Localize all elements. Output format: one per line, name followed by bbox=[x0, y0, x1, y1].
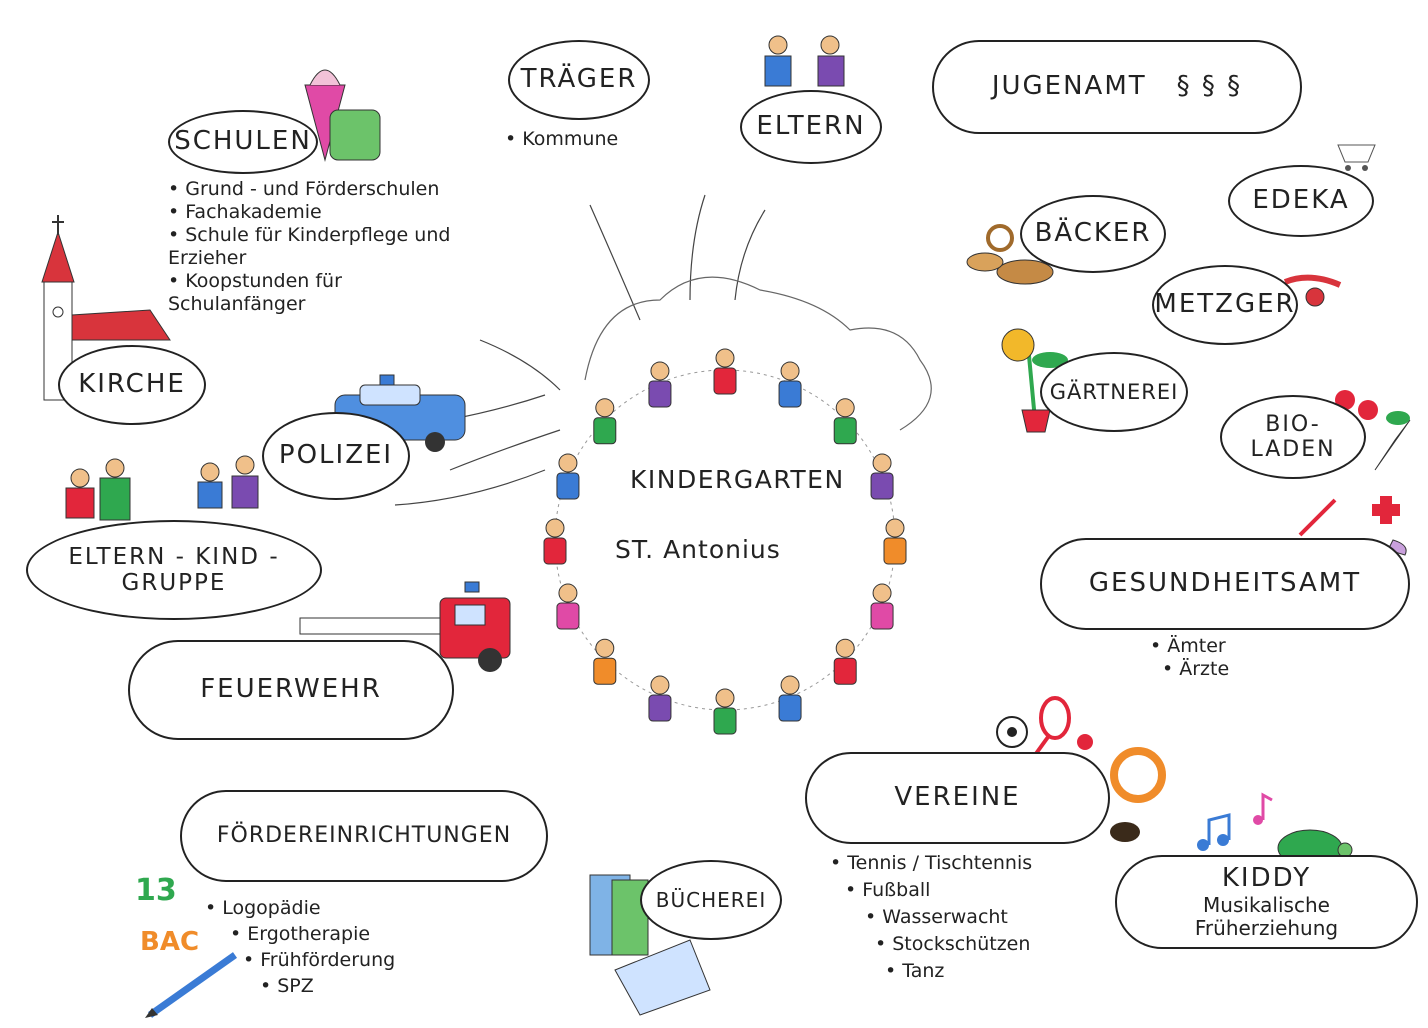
node-traeger[interactable]: TRÄGER bbox=[508, 40, 650, 120]
sunflower-icon bbox=[1001, 328, 1068, 433]
list-item: Logopädie bbox=[205, 895, 395, 921]
list-item: Koopstunden für Schulanfänger bbox=[168, 270, 468, 316]
node-baecker[interactable]: BÄCKER bbox=[1020, 195, 1166, 273]
list-item: Fußball bbox=[845, 877, 1032, 904]
node-eltern-kind-gruppe[interactable]: ELTERN - KIND -GRUPPE bbox=[26, 520, 322, 620]
node-bioladen[interactable]: BIO-LADEN bbox=[1220, 395, 1366, 479]
paragraph-icon: § § § bbox=[1176, 71, 1243, 102]
cloud-shape bbox=[584, 276, 932, 431]
abc-icon: 13 BAC bbox=[135, 873, 199, 957]
list-item: Tennis / Tischtennis bbox=[830, 850, 1032, 877]
node-metzger[interactable]: METZGER bbox=[1152, 265, 1298, 345]
school-cone-icon bbox=[304, 69, 381, 162]
list-foerdereinrichtungen: Logopädie Ergotherapie Frühförderung SPZ bbox=[205, 895, 395, 999]
svg-text:BAC: BAC bbox=[140, 927, 199, 957]
child-head bbox=[885, 518, 905, 538]
child-head bbox=[650, 675, 670, 695]
child-body bbox=[593, 417, 617, 445]
node-edeka[interactable]: EDEKA bbox=[1228, 165, 1374, 237]
shopping-cart-icon bbox=[1337, 144, 1376, 171]
books-icon bbox=[589, 874, 711, 1016]
child-body bbox=[778, 694, 802, 722]
child-head bbox=[872, 583, 892, 603]
list-item: Grund - und Förderschulen bbox=[168, 178, 468, 201]
child-head bbox=[715, 348, 735, 368]
child-head bbox=[715, 688, 735, 708]
list-item: Wasserwacht bbox=[865, 904, 1032, 931]
node-schulen[interactable]: SCHULEN bbox=[168, 110, 318, 174]
list-item: Ämter bbox=[1150, 635, 1229, 658]
child-head bbox=[595, 398, 615, 418]
center-title: KINDERGARTEN bbox=[630, 465, 845, 494]
node-vereine[interactable]: VEREINE bbox=[805, 752, 1110, 844]
child-body bbox=[713, 707, 737, 735]
child-body bbox=[593, 657, 617, 685]
list-gesundheitsamt: Ämter Ärzte bbox=[1150, 635, 1229, 681]
music-notes-icon bbox=[1197, 792, 1273, 851]
sports-balls-icon bbox=[996, 696, 1166, 842]
child-head bbox=[835, 398, 855, 418]
child-head bbox=[650, 361, 670, 381]
list-schulen: Grund - und Förderschulen Fachakademie S… bbox=[168, 178, 468, 316]
node-jugenamt[interactable]: JUGENAMT § § § bbox=[932, 40, 1302, 134]
node-polizei[interactable]: POLIZEI bbox=[262, 412, 410, 500]
node-eltern[interactable]: ELTERN bbox=[740, 90, 882, 164]
pencil-icon bbox=[145, 952, 238, 1018]
list-item: Schule für Kinderpflege und Erzieher bbox=[168, 224, 468, 270]
child-body bbox=[883, 537, 907, 565]
node-gesundheitsamt[interactable]: GESUNDHEITSAMT bbox=[1040, 538, 1410, 630]
child-head bbox=[872, 453, 892, 473]
child-head bbox=[545, 518, 565, 538]
child-head bbox=[780, 361, 800, 381]
list-traeger: Kommune bbox=[505, 128, 618, 151]
list-item: Kommune bbox=[505, 128, 618, 151]
people-group-left bbox=[65, 455, 259, 521]
svg-text:13: 13 bbox=[135, 873, 177, 908]
node-gaertnerei[interactable]: GÄRTNEREI bbox=[1040, 352, 1188, 432]
center-subtitle: ST. Antonius bbox=[615, 535, 781, 564]
list-item: Ergotherapie bbox=[230, 921, 395, 947]
connector-rays bbox=[379, 194, 766, 506]
child-body bbox=[833, 657, 857, 685]
list-item: Fachakademie bbox=[168, 201, 468, 224]
vegetables-icon bbox=[1335, 390, 1411, 471]
child-body bbox=[870, 472, 894, 500]
child-head bbox=[558, 583, 578, 603]
child-body bbox=[778, 380, 802, 408]
list-item: SPZ bbox=[260, 973, 395, 999]
child-body bbox=[648, 380, 672, 408]
list-item: Frühförderung bbox=[243, 947, 395, 973]
list-item: Stockschützen bbox=[875, 931, 1032, 958]
node-feuerwehr[interactable]: FEUERWEHR bbox=[128, 640, 454, 740]
child-body bbox=[833, 417, 857, 445]
child-head bbox=[558, 453, 578, 473]
node-foerdereinrichtungen[interactable]: FÖRDEREINRICHTUNGEN bbox=[180, 790, 548, 882]
child-body bbox=[870, 602, 894, 630]
child-head bbox=[835, 638, 855, 658]
fire-truck-icon bbox=[299, 581, 511, 672]
child-head bbox=[595, 638, 615, 658]
children-ring bbox=[543, 348, 907, 735]
child-body bbox=[543, 537, 567, 565]
sausage-icon bbox=[1283, 274, 1342, 307]
child-head bbox=[780, 675, 800, 695]
people-group-top bbox=[764, 35, 845, 87]
child-body bbox=[713, 367, 737, 395]
child-body bbox=[556, 602, 580, 630]
list-item: Ärzte bbox=[1162, 658, 1229, 681]
node-kiddy[interactable]: KIDDY Musikalische Früherziehung bbox=[1115, 855, 1418, 949]
child-body bbox=[556, 472, 580, 500]
bread-icon bbox=[966, 224, 1054, 285]
child-body bbox=[648, 694, 672, 722]
node-kirche[interactable]: KIRCHE bbox=[58, 345, 206, 425]
list-item: Tanz bbox=[885, 958, 1032, 985]
node-buecherei[interactable]: BÜCHEREI bbox=[640, 860, 782, 940]
list-vereine: Tennis / Tischtennis Fußball Wasserwacht… bbox=[830, 850, 1032, 985]
medical-cross-icon bbox=[1298, 496, 1407, 556]
